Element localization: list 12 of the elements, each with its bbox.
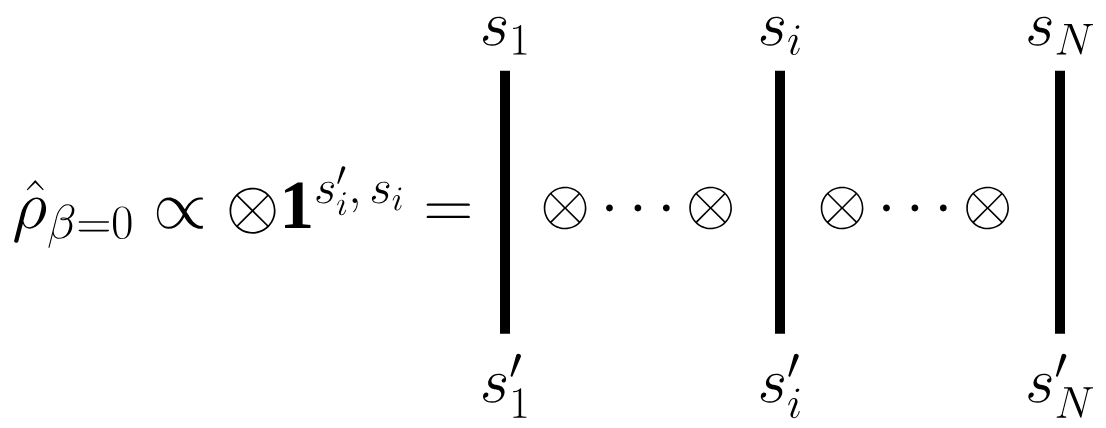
index-label: $s_N'$ bbox=[1028, 353, 1093, 418]
vertical-line bbox=[775, 70, 785, 334]
index-label: $s_1'$ bbox=[483, 353, 527, 418]
index-label: $s_i'$ bbox=[760, 353, 800, 419]
vertical-line bbox=[500, 70, 510, 334]
index-label: $s_N$ bbox=[1028, 16, 1093, 55]
vertical-line bbox=[1055, 70, 1065, 334]
formula: $\hat{\rho}_{\beta=0} \propto \otimes \mathbf{1}^{s_i',\, s_i} =$ bbox=[14, 166, 470, 248]
formula: $\otimes \cdots \otimes$ bbox=[543, 186, 732, 230]
index-label: $s_i$ bbox=[760, 16, 800, 56]
formula: $\otimes \cdots \otimes$ bbox=[820, 186, 1009, 230]
index-label: $s_1$ bbox=[483, 16, 527, 55]
